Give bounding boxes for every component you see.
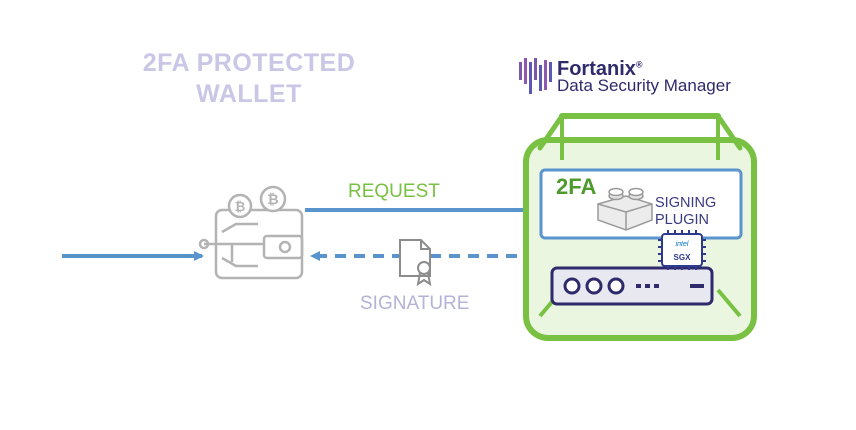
enclave-2fa-badge: 2FA [556,174,597,199]
puzzle-brick-icon [597,187,653,231]
svg-text:₿: ₿ [235,199,246,214]
certificate-document-icon [399,239,432,287]
signing-plugin-label: SIGNING PLUGIN [655,195,735,229]
bitcoin-coin-icon: ₿ ₿ [227,185,287,219]
brand-mark: ® [635,59,643,70]
request-label: REQUEST [348,181,440,202]
signature-label: SIGNATURE [360,293,470,314]
plugin-line1: SIGNING [655,195,717,211]
wallet-title: 2FA PROTECTED WALLET [118,48,380,110]
brand-name-text: Fortanix [557,58,636,80]
brand-product: Data Security Manager [557,76,731,95]
chip-vendor: intel [676,241,689,248]
server-appliance-icon [550,266,714,306]
svg-text:₿: ₿ [267,191,278,207]
sgx-chip-icon: intel SGX [658,230,706,270]
wallet-title-line1: 2FA PROTECTED [142,49,356,77]
fortanix-logo-icon [519,58,552,94]
plugin-line2: PLUGIN [655,212,709,228]
brand-name: Fortanix® [557,58,643,81]
crypto-wallet-icon [198,208,304,280]
wallet-title-line2: WALLET [196,80,302,108]
chip-tech: SGX [674,253,692,262]
